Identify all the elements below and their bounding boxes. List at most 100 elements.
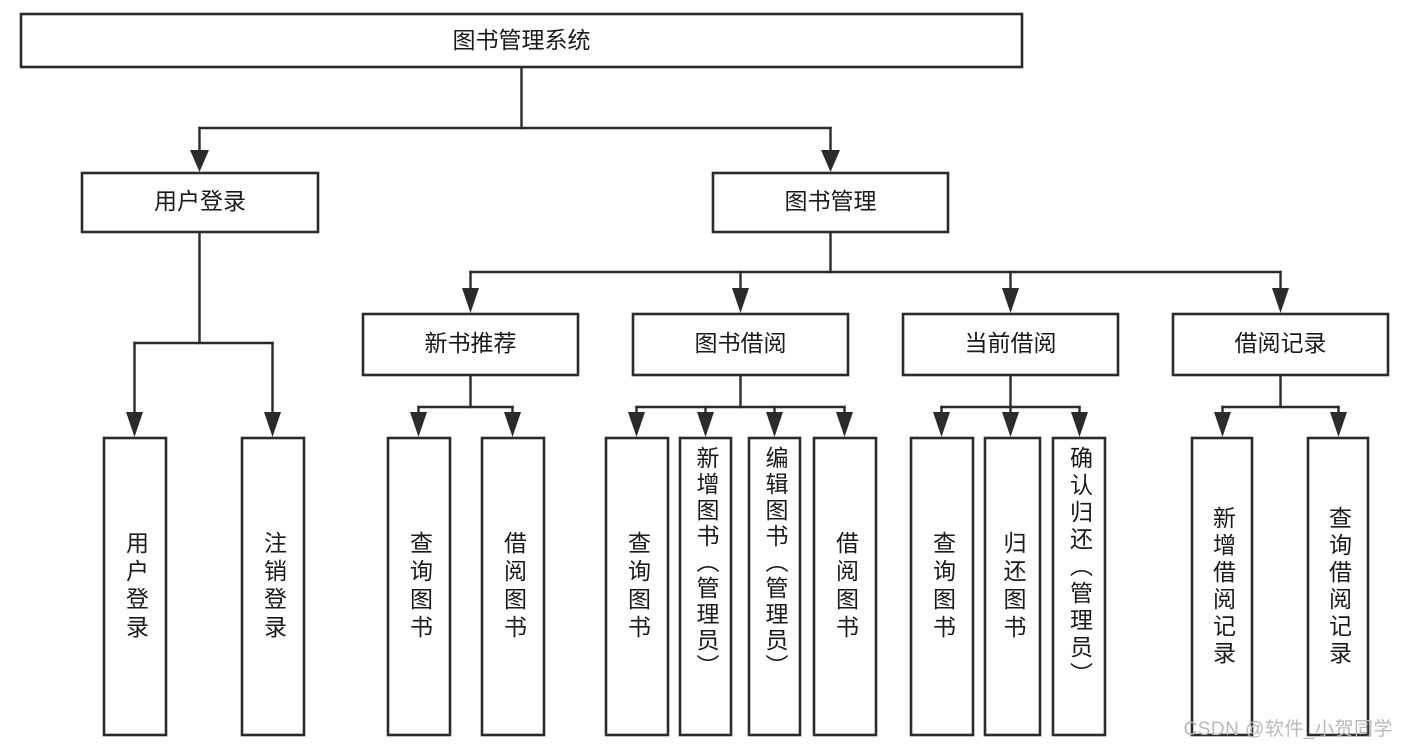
node-new-book-recommend-box[interactable]: [361, 312, 580, 377]
arrow-head-leaf-query-book-2: [628, 412, 645, 437]
node-leaf-user-login[interactable]: 用户登录: [102, 436, 168, 737]
node-leaf-user-login-textwrap: 用户登录: [122, 530, 149, 643]
node-leaf-return-book-label: 归还图书: [1000, 530, 1026, 643]
node-leaf-add-record[interactable]: 新增借阅记录: [1190, 436, 1254, 737]
node-leaf-edit-book-textwrap: 编辑图书（管理员）: [762, 446, 788, 680]
node-leaf-query-book-1[interactable]: 查询图书: [386, 436, 452, 737]
node-user-login-box[interactable]: [80, 171, 320, 234]
node-leaf-add-record-textwrap: 新增借阅记录: [1209, 505, 1236, 668]
node-root-label: 图书管理系统: [453, 27, 591, 53]
arrow-head-leaf-query-book-1: [410, 412, 427, 437]
node-leaf-confirm-return-box[interactable]: [1051, 436, 1107, 737]
arrow-head-leaf-add-book: [697, 412, 714, 437]
arrow-head-new-book-recommend: [462, 288, 479, 313]
node-leaf-query-book-1-label: 查询图书: [406, 530, 433, 643]
node-leaf-borrow-book-2-textwrap: 借阅图书: [832, 530, 859, 643]
node-leaf-user-login-box[interactable]: [102, 436, 168, 737]
node-leaf-borrow-book-2-label: 借阅图书: [832, 530, 859, 643]
node-leaf-add-record-box[interactable]: [1190, 436, 1254, 737]
node-borrow-record-box[interactable]: [1171, 312, 1390, 377]
node-user-login-label: 用户登录: [154, 188, 246, 214]
node-current-borrow-label: 当前借阅: [965, 330, 1057, 356]
node-leaf-query-book-2[interactable]: 查询图书: [604, 436, 670, 737]
node-leaf-borrow-book-1-label: 借阅图书: [500, 530, 527, 643]
node-new-book-recommend[interactable]: 新书推荐: [361, 312, 580, 377]
arrow-head-leaf-user-login: [126, 412, 143, 437]
node-leaf-add-book-textwrap: 新增图书（管理员）: [693, 446, 719, 680]
csdn-watermark: CSDN @软件_小贺同学: [1183, 719, 1393, 740]
node-book-borrow-box[interactable]: [631, 312, 850, 377]
arrow-head-user-login: [190, 150, 209, 172]
arrow-head-leaf-borrow-book-2: [836, 412, 853, 437]
node-leaf-query-book-1-textwrap: 查询图书: [406, 530, 433, 643]
node-leaf-return-book[interactable]: 归还图书: [983, 436, 1042, 737]
node-current-borrow[interactable]: 当前借阅: [901, 312, 1120, 377]
node-book-borrow-label: 图书借阅: [695, 330, 787, 356]
node-leaf-user-login-label: 用户登录: [122, 530, 149, 643]
node-leaf-query-record-box[interactable]: [1306, 436, 1370, 737]
node-leaf-query-book-2-label: 查询图书: [624, 530, 651, 643]
connector-group-borrow-record: [1214, 373, 1347, 437]
node-leaf-logout-login-textwrap: 注销登录: [260, 530, 287, 643]
node-leaf-confirm-return[interactable]: 确认归还（管理员）: [1051, 436, 1107, 737]
node-user-login[interactable]: 用户登录: [80, 171, 320, 234]
node-leaf-add-book-label: 新增图书（管理员）: [693, 446, 719, 680]
node-book-management-label: 图书管理: [785, 188, 877, 214]
node-root[interactable]: 图书管理系统: [19, 12, 1024, 69]
arrow-head-leaf-query-book-3: [933, 412, 950, 437]
node-borrow-record-label: 借阅记录: [1235, 330, 1327, 356]
node-leaf-edit-book-label: 编辑图书（管理员）: [762, 446, 788, 680]
node-leaf-add-record-label: 新增借阅记录: [1209, 505, 1236, 668]
node-leaf-query-record[interactable]: 查询借阅记录: [1306, 436, 1370, 737]
arrow-head-book-management: [821, 150, 840, 172]
node-leaf-query-book-3[interactable]: 查询图书: [909, 436, 975, 737]
node-new-book-recommend-label: 新书推荐: [425, 330, 517, 356]
arrow-head-leaf-logout-login: [264, 412, 281, 437]
node-leaf-logout-login-box[interactable]: [240, 436, 306, 737]
node-book-management[interactable]: 图书管理: [711, 171, 950, 234]
arrow-head-book-borrow: [732, 288, 749, 313]
node-current-borrow-box[interactable]: [901, 312, 1120, 377]
connector-group-root: [190, 65, 840, 172]
node-leaf-return-book-box[interactable]: [983, 436, 1042, 737]
node-leaf-edit-book[interactable]: 编辑图书（管理员）: [747, 436, 802, 737]
node-leaf-query-book-2-box[interactable]: [604, 436, 670, 737]
node-leaf-borrow-book-1-textwrap: 借阅图书: [500, 530, 527, 643]
connector-group-book-borrow: [628, 373, 853, 437]
node-leaf-query-book-3-box[interactable]: [909, 436, 975, 737]
node-leaf-return-book-textwrap: 归还图书: [1000, 530, 1026, 643]
arrow-head-leaf-return-book: [1002, 412, 1019, 437]
node-leaf-borrow-book-2-box[interactable]: [812, 436, 878, 737]
connector-group-new-book-recommend: [410, 373, 521, 437]
arrow-head-leaf-query-record: [1330, 412, 1347, 437]
node-borrow-record[interactable]: 借阅记录: [1171, 312, 1390, 377]
node-leaf-query-record-textwrap: 查询借阅记录: [1325, 505, 1352, 668]
node-book-management-box[interactable]: [711, 171, 950, 234]
arrow-head-leaf-edit-book: [766, 412, 783, 437]
node-leaf-query-book-3-textwrap: 查询图书: [930, 531, 956, 643]
node-leaf-query-book-1-box[interactable]: [386, 436, 452, 737]
node-leaf-query-record-label: 查询借阅记录: [1325, 505, 1352, 668]
arrow-head-leaf-borrow-book-1: [504, 412, 521, 437]
arrow-head-current-borrow: [1002, 288, 1019, 313]
node-leaf-add-book[interactable]: 新增图书（管理员）: [678, 436, 733, 737]
node-leaf-edit-book-box[interactable]: [747, 436, 802, 737]
node-leaf-add-book-box[interactable]: [678, 436, 733, 737]
node-leaf-confirm-return-textwrap: 确认归还（管理员）: [1066, 446, 1093, 689]
connector-group-book-management: [462, 230, 1289, 313]
arrow-head-leaf-confirm-return: [1071, 412, 1088, 437]
connector-group-user-login: [126, 230, 281, 437]
node-leaf-logout-login-label: 注销登录: [260, 530, 287, 643]
node-leaf-borrow-book-2[interactable]: 借阅图书: [812, 436, 878, 737]
arrow-head-borrow-record: [1272, 288, 1289, 313]
node-leaf-confirm-return-label: 确认归还（管理员）: [1066, 446, 1093, 689]
node-leaf-query-book-2-textwrap: 查询图书: [624, 530, 651, 643]
connector-group-current-borrow: [933, 373, 1088, 437]
node-root-box[interactable]: [19, 12, 1024, 69]
node-leaf-borrow-book-1[interactable]: 借阅图书: [480, 436, 546, 737]
node-leaf-logout-login[interactable]: 注销登录: [240, 436, 306, 737]
node-book-borrow[interactable]: 图书借阅: [631, 312, 850, 377]
node-leaf-borrow-book-1-box[interactable]: [480, 436, 546, 737]
